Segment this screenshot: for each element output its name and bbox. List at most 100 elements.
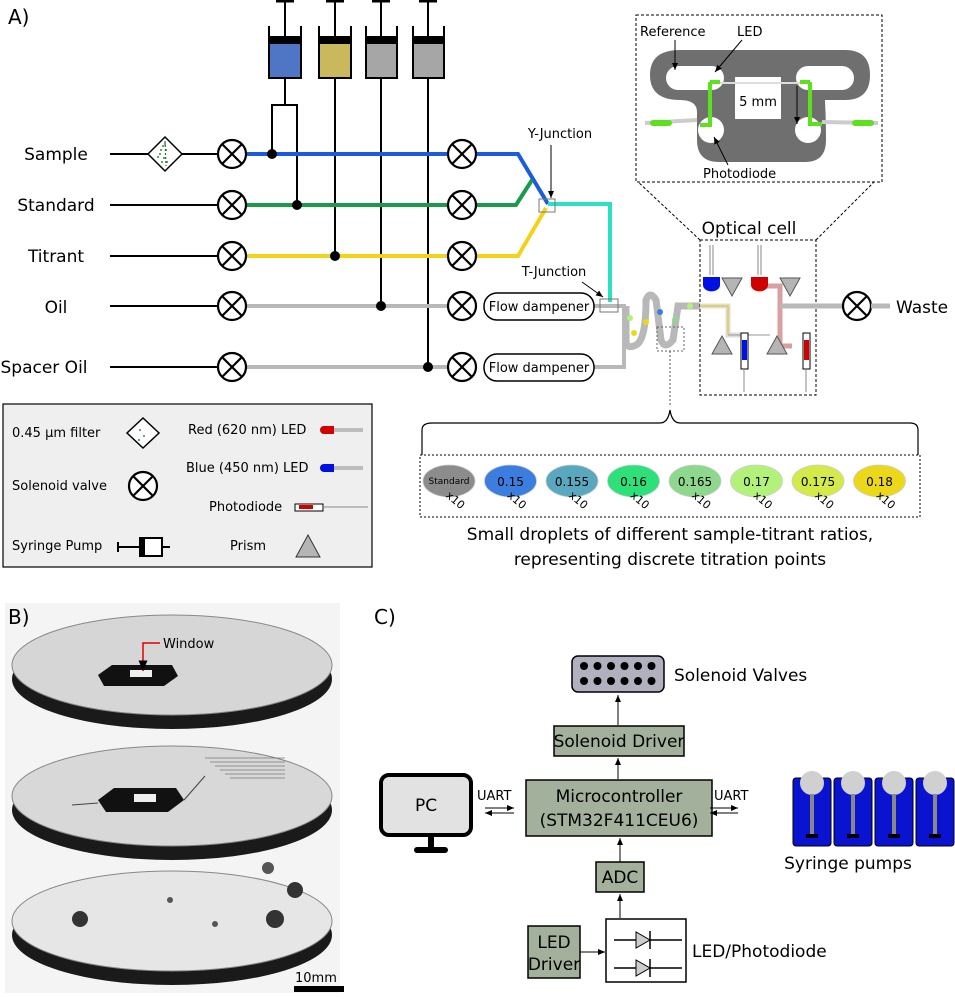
pump-plunger: [847, 834, 859, 838]
pump-rod: [892, 794, 896, 836]
valve-icon: [446, 189, 478, 221]
valve-icon: [446, 138, 478, 170]
syringe-sample: [268, 0, 302, 205]
pump-head: [800, 771, 824, 795]
photodiode-icon: [294, 503, 368, 512]
solenoid-valves-block: [571, 655, 665, 693]
syringe-pump-icon: [117, 537, 170, 557]
droplet-box: [419, 454, 921, 518]
legend-blue-led-label: Blue (450 nm) LED: [186, 461, 309, 476]
panel-b-label: B): [8, 605, 30, 629]
inlet-label-standard: Standard: [17, 196, 94, 216]
led-driver-label-2: Driver: [528, 955, 580, 975]
uart-left-label: UART: [477, 789, 511, 804]
legend-photodiode-label: Photodiode: [209, 500, 282, 515]
valve-icon: [216, 240, 248, 272]
droplet-caption-1: Small droplets of different sample-titra…: [467, 525, 873, 545]
led-photodiode-label: LED/Photodiode: [692, 942, 827, 962]
droplet-shape: [791, 464, 845, 498]
panel-b-render: [5, 603, 340, 993]
droplet-shape: [484, 464, 537, 498]
scale-bar: [294, 986, 344, 992]
filter-icon: [125, 416, 161, 450]
droplet-label: 0.18: [866, 475, 893, 489]
pump-unit: [915, 771, 955, 847]
droplet-shape: [730, 464, 783, 498]
droplet-shape: [422, 464, 476, 498]
panel-a-label: A): [8, 5, 29, 29]
optical-cell-label: Optical cell: [702, 219, 797, 239]
pump-plunger: [806, 834, 818, 838]
valve-dot: [647, 677, 656, 685]
blue-led-icon: [703, 277, 720, 292]
waste-label: Waste: [896, 298, 948, 318]
pump-head: [923, 771, 947, 795]
valve-dot: [620, 677, 629, 685]
fluid-lines: [246, 152, 626, 369]
pump-rod: [933, 794, 937, 836]
droplet-shape: [607, 464, 660, 498]
legend-valve-label: Solenoid valve: [12, 479, 107, 494]
inset-reference-label: Reference: [640, 25, 705, 40]
syringe-spacer-oil: [412, 0, 445, 367]
flow-dampener-1: Flow dampener: [483, 292, 595, 321]
valve-icon: [216, 138, 248, 170]
waste-valve-icon: [841, 290, 873, 322]
filter-icon: [146, 135, 184, 173]
legend-filter-label: 0.45 µm filter: [12, 426, 101, 441]
valve-icon: [446, 290, 478, 322]
solenoid-driver-box: [553, 725, 685, 757]
scale-bar-label: 10mm: [295, 971, 337, 986]
pump-plunger: [888, 834, 900, 838]
valve-icon: [216, 290, 248, 322]
red-led-icon: [320, 426, 363, 434]
droplet-shape: [545, 464, 599, 498]
window-label: Window: [163, 637, 215, 652]
y-junction-label: Y-Junction: [527, 127, 592, 142]
solenoid-driver-label: Solenoid Driver: [554, 732, 685, 752]
inset-distance-label: 5 mm: [739, 95, 777, 110]
junction-dots: [267, 149, 433, 372]
microcontroller-box: [525, 779, 713, 837]
serpentine-channel: [622, 291, 700, 405]
uart-right-label: UART: [714, 789, 748, 804]
t-junction-label: T-Junction: [521, 265, 587, 280]
adc-label: ADC: [602, 868, 639, 888]
inset-photodiode-label: Photodiode: [703, 167, 776, 182]
droplet-shape: [853, 464, 906, 498]
pump-rod: [810, 794, 814, 836]
legend: 0.45 µm filter Solenoid valve Syringe Pu…: [2, 403, 373, 568]
inlet-label-sample: Sample: [24, 145, 88, 165]
syringe-pumps-icon: [792, 771, 955, 847]
legend-red-led-label: Red (620 nm) LED: [188, 423, 306, 438]
pump-plunger: [929, 834, 941, 838]
pc-label: PC: [415, 796, 437, 816]
valve-dot: [607, 662, 615, 670]
valve-dot: [620, 662, 629, 670]
adc-box: [595, 861, 645, 893]
droplet-caption-2: representing discrete titration points: [514, 550, 826, 570]
red-led-icon: [751, 277, 768, 292]
pump-head: [841, 771, 865, 795]
syringe-fill: [270, 44, 300, 77]
microcontroller-label: Microcontroller: [556, 787, 683, 807]
solenoid-valves-label: Solenoid Valves: [674, 666, 807, 686]
led-driver-label-1: LED: [537, 933, 570, 953]
valve-icon: [216, 189, 248, 221]
svg-text:Flow dampener: Flow dampener: [489, 300, 590, 315]
syringe-standard: [318, 0, 352, 256]
optical-cell-box: [699, 239, 817, 396]
valve-dot: [593, 677, 602, 685]
droplet-label: 0.16: [620, 475, 647, 489]
syringe-pumps-label: Syringe pumps: [784, 854, 912, 874]
prism-icon: [295, 533, 321, 558]
droplet-label: 0.155: [555, 475, 589, 489]
